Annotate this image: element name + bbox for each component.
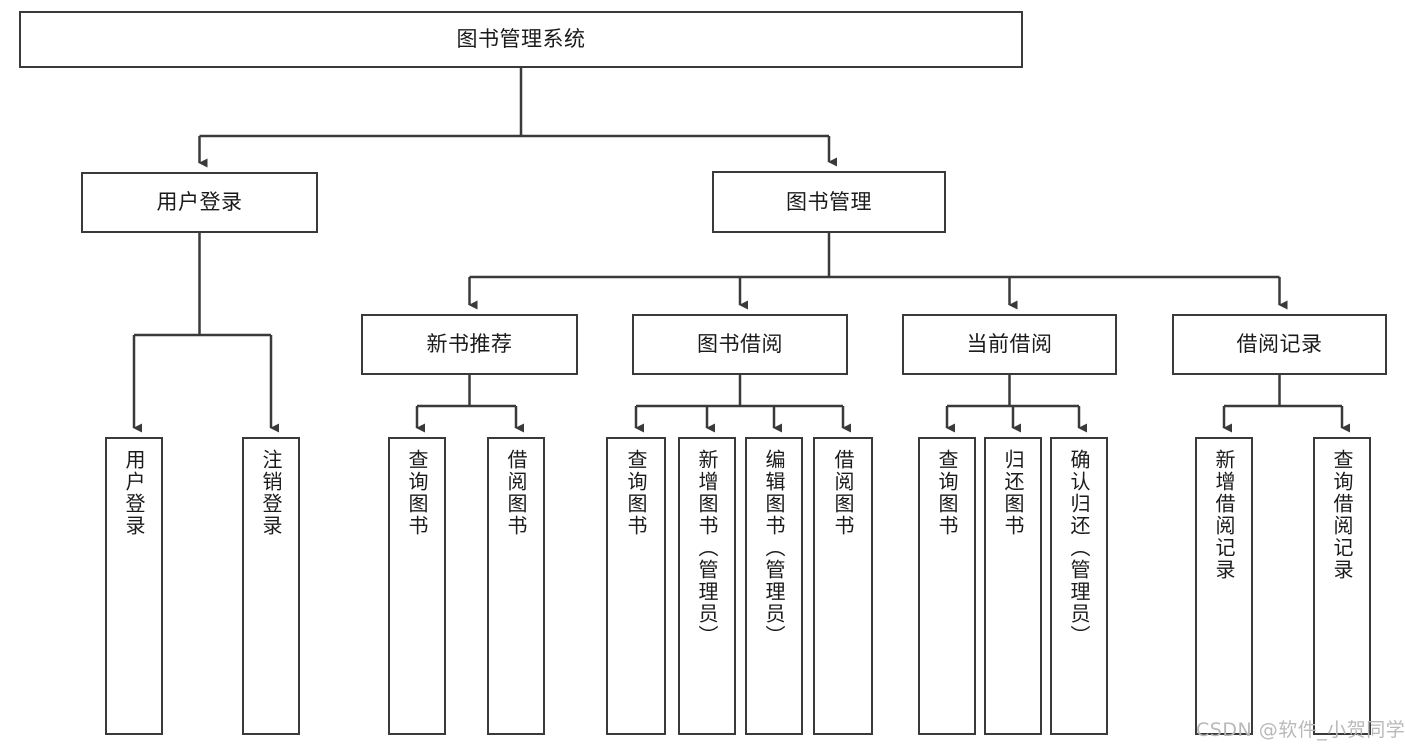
node-current-borrow[interactable]: 当前借阅 bbox=[902, 314, 1117, 375]
node-leaf-user-logout[interactable]: 注销登录 bbox=[242, 437, 300, 735]
node-label: 查询图书 bbox=[935, 449, 959, 537]
node-leaf-query-record[interactable]: 查询借阅记录 bbox=[1313, 437, 1371, 735]
node-label: 图书管理 bbox=[786, 189, 872, 214]
node-label: 图书借阅 bbox=[697, 332, 783, 357]
node-label: 图书管理系统 bbox=[456, 27, 586, 52]
node-label: 查询借阅记录 bbox=[1330, 449, 1354, 581]
node-label: 查询图书 bbox=[624, 449, 648, 537]
node-borrow-record[interactable]: 借阅记录 bbox=[1172, 314, 1387, 375]
node-label: 借阅图书 bbox=[831, 449, 855, 537]
node-label: 借阅记录 bbox=[1236, 332, 1323, 357]
node-label: 确认归还（管理员） bbox=[1067, 449, 1091, 647]
node-label: 新增借阅记录 bbox=[1212, 449, 1236, 581]
node-leaf-add-record[interactable]: 新增借阅记录 bbox=[1195, 437, 1253, 735]
node-label: 编辑图书（管理员） bbox=[762, 449, 786, 647]
node-leaf-return-book[interactable]: 归还图书 bbox=[984, 437, 1042, 735]
node-leaf-query-book-3[interactable]: 查询图书 bbox=[918, 437, 976, 735]
node-leaf-user-login[interactable]: 用户登录 bbox=[105, 437, 163, 735]
node-book-manage[interactable]: 图书管理 bbox=[712, 171, 946, 233]
node-leaf-borrow-book-2[interactable]: 借阅图书 bbox=[813, 437, 873, 735]
node-label: 用户登录 bbox=[122, 449, 146, 537]
node-label: 查询图书 bbox=[405, 449, 429, 537]
node-leaf-confirm-return[interactable]: 确认归还（管理员） bbox=[1050, 437, 1108, 735]
node-label: 借阅图书 bbox=[504, 449, 528, 537]
node-root[interactable]: 图书管理系统 bbox=[19, 11, 1023, 68]
node-label: 归还图书 bbox=[1001, 449, 1025, 537]
node-label: 当前借阅 bbox=[966, 332, 1053, 357]
node-user-login[interactable]: 用户登录 bbox=[81, 172, 318, 233]
node-leaf-add-book[interactable]: 新增图书（管理员） bbox=[678, 437, 736, 735]
node-label: 用户登录 bbox=[156, 190, 243, 215]
node-label: 新书推荐 bbox=[426, 332, 513, 357]
node-leaf-borrow-book-1[interactable]: 借阅图书 bbox=[487, 437, 545, 735]
node-label: 新增图书（管理员） bbox=[695, 449, 719, 647]
node-leaf-edit-book[interactable]: 编辑图书（管理员） bbox=[745, 437, 803, 735]
node-leaf-query-book-1[interactable]: 查询图书 bbox=[388, 437, 446, 735]
node-book-borrow[interactable]: 图书借阅 bbox=[632, 314, 848, 375]
node-label: 注销登录 bbox=[259, 449, 283, 537]
node-new-book-rec[interactable]: 新书推荐 bbox=[361, 314, 578, 375]
watermark-text: CSDN @软件_小贺同学 bbox=[1196, 719, 1405, 741]
node-leaf-query-book-2[interactable]: 查询图书 bbox=[606, 437, 666, 735]
